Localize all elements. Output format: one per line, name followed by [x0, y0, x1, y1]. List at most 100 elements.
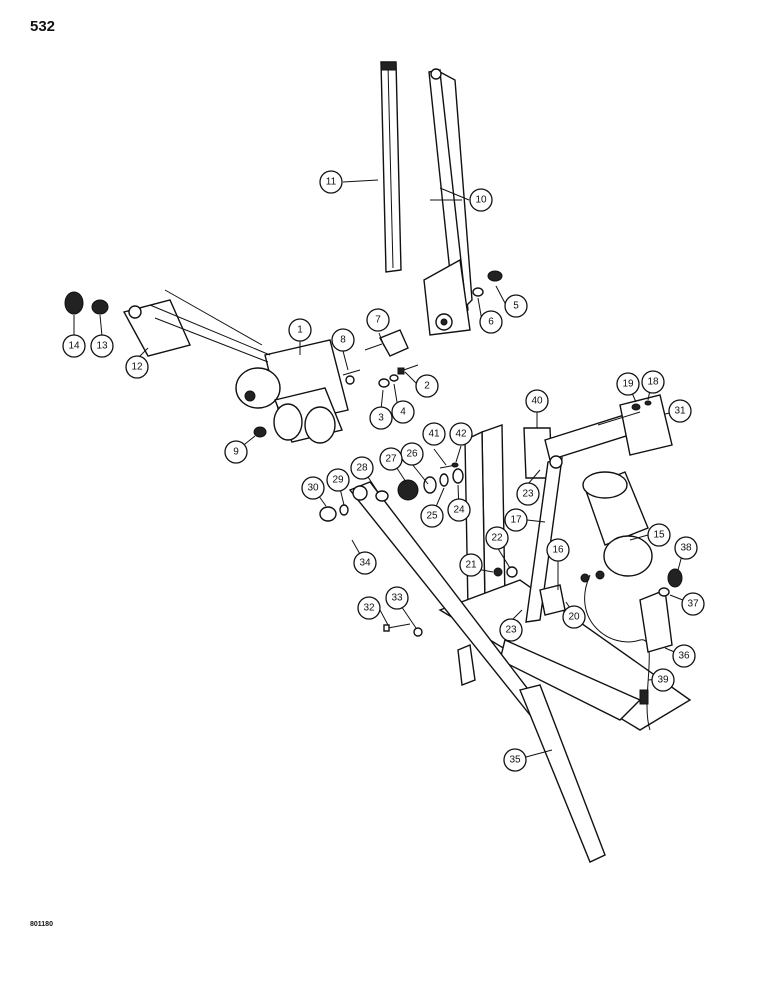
callout-13: 13 [90, 334, 114, 358]
svg-text:31: 31 [674, 406, 686, 417]
callout-11: 11 [319, 170, 343, 194]
wiper-arm-10 [423, 68, 473, 336]
callout-30: 30 [301, 476, 325, 500]
callout-10: 10 [469, 188, 493, 212]
bushing-27 [397, 479, 419, 501]
wiper-blade-11 [380, 61, 402, 273]
callout-34: 34 [353, 551, 377, 575]
callout-19: 19 [616, 372, 640, 396]
callout-3: 3 [369, 406, 393, 430]
svg-text:41: 41 [428, 429, 440, 440]
washer-33 [413, 627, 423, 637]
callout-5: 5 [504, 294, 528, 318]
svg-text:25: 25 [426, 511, 438, 522]
clamp-16-20 [539, 574, 651, 731]
svg-text:4: 4 [400, 407, 406, 418]
svg-text:36: 36 [678, 651, 690, 662]
wiper-blade-35 [519, 684, 606, 863]
knob-14 [64, 291, 84, 315]
callout-14: 14 [62, 334, 86, 358]
callout-24: 24 [447, 498, 471, 522]
spacer-7 [364, 329, 409, 357]
svg-text:20: 20 [568, 612, 580, 623]
svg-text:29: 29 [332, 475, 344, 486]
callout-20: 20 [562, 605, 586, 629]
nut-28 [375, 490, 389, 502]
pin-18-19 [631, 400, 652, 411]
bolt-32 [383, 623, 411, 632]
svg-text:15: 15 [653, 530, 665, 541]
svg-text:21: 21 [465, 560, 477, 571]
screw-41-42 [439, 462, 459, 469]
svg-text:33: 33 [391, 593, 403, 604]
svg-text:18: 18 [647, 377, 659, 388]
svg-text:9: 9 [233, 447, 239, 458]
callout-29: 29 [326, 468, 350, 492]
washer-6 [472, 287, 484, 297]
callout-7: 7 [366, 308, 390, 332]
callout-22: 22 [485, 526, 509, 550]
callout-27: 27 [379, 447, 403, 471]
callout-38: 38 [674, 536, 698, 560]
svg-text:27: 27 [385, 454, 397, 465]
svg-text:7: 7 [375, 315, 381, 326]
callout-6: 6 [479, 310, 503, 334]
svg-text:12: 12 [131, 362, 143, 373]
callout-4: 4 [391, 400, 415, 424]
callout-16: 16 [546, 538, 570, 562]
svg-text:10: 10 [475, 195, 487, 206]
svg-text:13: 13 [96, 341, 108, 352]
svg-text:2: 2 [424, 381, 430, 392]
svg-text:22: 22 [491, 533, 503, 544]
callout-31: 31 [668, 399, 692, 423]
washer-25 [439, 473, 449, 487]
svg-text:3: 3 [378, 413, 384, 424]
switch-36-37-38 [639, 568, 683, 653]
callout-25: 25 [420, 504, 444, 528]
svg-text:11: 11 [326, 177, 337, 188]
shaft-31 [544, 394, 673, 461]
callout-21: 21 [459, 553, 483, 577]
motor-15 [580, 471, 653, 583]
nut-5 [487, 270, 503, 282]
callout-32: 32 [357, 596, 381, 620]
callout-41: 41 [422, 422, 446, 446]
washer-29 [339, 504, 349, 516]
callout-1: 1 [288, 318, 312, 342]
svg-text:32: 32 [363, 603, 375, 614]
washer-26 [423, 476, 437, 494]
callout-2: 2 [415, 374, 439, 398]
callout-8: 8 [331, 328, 355, 352]
svg-text:39: 39 [657, 675, 669, 686]
callout-42: 42 [449, 422, 473, 446]
svg-text:38: 38 [680, 543, 692, 554]
callout-9: 9 [224, 440, 248, 464]
page-number: 532 [30, 18, 56, 35]
callout-23-lower: 23 [499, 618, 523, 642]
cap-30 [319, 506, 337, 522]
callout-33: 33 [385, 586, 409, 610]
callout-37: 37 [681, 592, 705, 616]
callout-35: 35 [503, 748, 527, 772]
nut-13 [91, 299, 109, 315]
callout-12: 12 [125, 355, 149, 379]
svg-text:19: 19 [622, 379, 634, 390]
svg-text:16: 16 [552, 545, 564, 556]
svg-text:28: 28 [356, 463, 368, 474]
svg-text:6: 6 [488, 317, 494, 328]
wiper-motor-1 [235, 339, 349, 444]
svg-text:37: 37 [687, 599, 699, 610]
washer-21-22 [493, 566, 518, 578]
callout-15: 15 [647, 523, 671, 547]
bolt-2 [397, 364, 419, 375]
callout-26: 26 [400, 442, 424, 466]
callout-17: 17 [504, 508, 528, 532]
washer-24 [452, 468, 464, 484]
svg-text:34: 34 [359, 558, 371, 569]
bolt-8 [342, 369, 361, 385]
callout-36: 36 [672, 644, 696, 668]
callout-39: 39 [651, 668, 675, 692]
link-17 [525, 455, 563, 623]
svg-text:26: 26 [406, 449, 418, 460]
